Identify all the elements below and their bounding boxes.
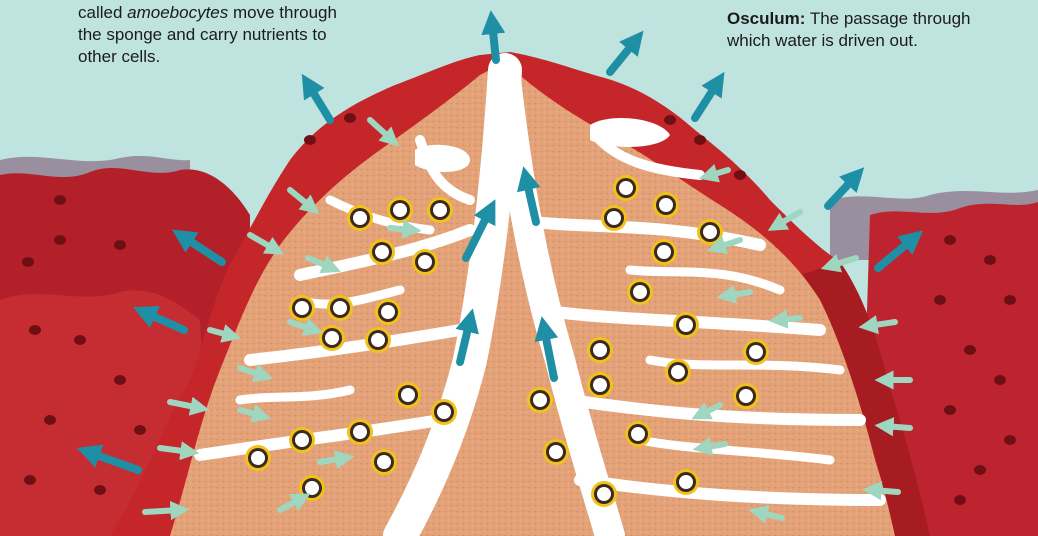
- choanocyte-chamber-icon: [371, 449, 397, 475]
- pore: [44, 415, 56, 425]
- choanocyte-chamber-icon: [591, 481, 617, 507]
- caption-line: Osculum: The passage through: [727, 8, 1027, 30]
- pore: [114, 240, 126, 250]
- pore: [944, 405, 956, 415]
- caption-rest: The passage through: [805, 9, 970, 28]
- choanocyte-chamber-icon: [743, 339, 769, 365]
- pore: [54, 235, 66, 245]
- choanocyte-chamber-icon: [665, 359, 691, 385]
- choanocyte-chamber-icon: [543, 439, 569, 465]
- choanocyte-chamber-icon: [613, 175, 639, 201]
- pore: [664, 115, 676, 125]
- choanocyte-chamber-icon: [347, 419, 373, 445]
- pore: [934, 295, 946, 305]
- choanocyte-chamber-icon: [289, 427, 315, 453]
- pore: [24, 475, 36, 485]
- choanocyte-chamber-icon: [527, 387, 553, 413]
- pore: [954, 495, 966, 505]
- choanocyte-chamber-icon: [319, 325, 345, 351]
- term-osculum: Osculum:: [727, 9, 805, 28]
- pore: [22, 257, 34, 267]
- choanocyte-chamber-icon: [651, 239, 677, 265]
- inflow-arrow-icon: [872, 490, 898, 492]
- osculum-caption: Osculum: The passage through which water…: [727, 8, 1027, 52]
- inflow-arrow-icon: [390, 228, 412, 230]
- pore: [1004, 435, 1016, 445]
- choanocyte-chamber-icon: [625, 421, 651, 447]
- pore: [1004, 295, 1016, 305]
- pore: [694, 135, 706, 145]
- inflow-arrow-icon: [778, 318, 800, 320]
- choanocyte-chamber-icon: [697, 219, 723, 245]
- caption-line: the sponge and carry nutrients to: [78, 24, 398, 46]
- caption-rest: move through: [228, 3, 337, 22]
- choanocyte-chamber-icon: [347, 205, 373, 231]
- pore: [984, 255, 996, 265]
- choanocyte-chamber-icon: [245, 445, 271, 471]
- choanocyte-chamber-icon: [587, 372, 613, 398]
- inflow-arrow-icon: [320, 458, 345, 462]
- pore: [994, 375, 1006, 385]
- term-amoebocytes: amoebocytes: [127, 3, 228, 22]
- inflow-arrow-icon: [160, 448, 190, 452]
- choanocyte-chamber-icon: [601, 205, 627, 231]
- caption-line: called amoebocytes move through: [78, 2, 398, 24]
- choanocyte-chamber-icon: [431, 399, 457, 425]
- choanocyte-chamber-icon: [427, 197, 453, 223]
- pore: [734, 170, 746, 180]
- pore: [74, 335, 86, 345]
- inflow-arrow-icon: [145, 510, 180, 512]
- choanocyte-chamber-icon: [369, 239, 395, 265]
- pore: [964, 345, 976, 355]
- choanocyte-chamber-icon: [653, 192, 679, 218]
- choanocyte-chamber-icon: [627, 279, 653, 305]
- inflow-arrow-icon: [884, 426, 910, 428]
- inflow-arrow-icon: [726, 292, 750, 296]
- choanocyte-chamber-icon: [375, 299, 401, 325]
- inflow-arrow-icon: [702, 444, 725, 448]
- pore: [134, 425, 146, 435]
- pore: [94, 485, 106, 495]
- choanocyte-chamber-icon: [412, 249, 438, 275]
- choanocyte-chamber-icon: [289, 295, 315, 321]
- caption-line: which water is driven out.: [727, 30, 1027, 52]
- pore: [974, 465, 986, 475]
- choanocyte-chamber-icon: [587, 337, 613, 363]
- choanocyte-chamber-icon: [327, 295, 353, 321]
- amoebocytes-caption: called amoebocytes move through the spon…: [78, 2, 398, 68]
- caption-prefix: called: [78, 3, 127, 22]
- pore: [304, 135, 316, 145]
- pore: [29, 325, 41, 335]
- pore: [114, 375, 126, 385]
- choanocyte-chamber-icon: [673, 469, 699, 495]
- choanocyte-chamber-icon: [395, 382, 421, 408]
- choanocyte-chamber-icon: [387, 197, 413, 223]
- choanocyte-chamber-icon: [365, 327, 391, 353]
- caption-line: other cells.: [78, 46, 398, 68]
- pore: [54, 195, 66, 205]
- pore: [344, 113, 356, 123]
- inflow-arrow-icon: [868, 322, 895, 326]
- choanocyte-chamber-icon: [673, 312, 699, 338]
- pore: [944, 235, 956, 245]
- outflow-arrow-icon: [492, 22, 496, 60]
- choanocyte-chamber-icon: [733, 383, 759, 409]
